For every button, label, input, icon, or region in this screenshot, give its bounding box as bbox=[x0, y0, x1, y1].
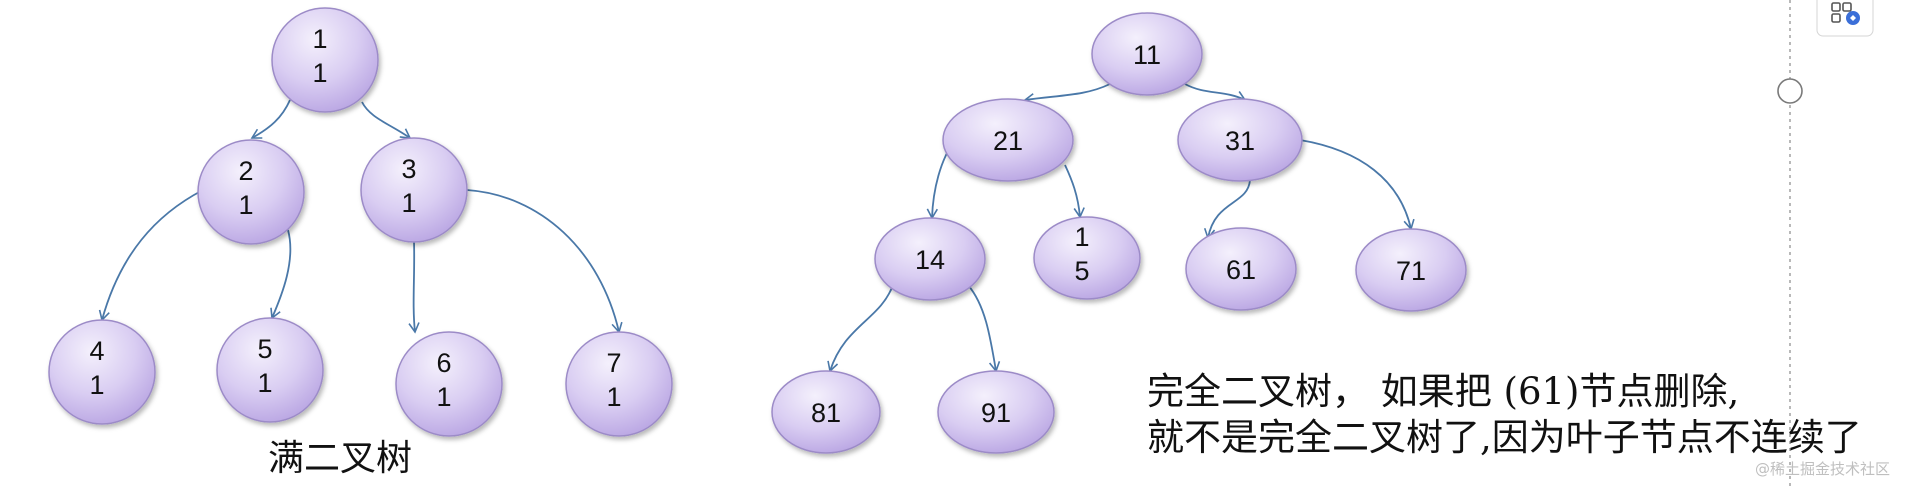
tree-node-shape bbox=[874, 217, 986, 301]
tree-node-label: 91 bbox=[981, 398, 1011, 428]
tree-node-c61: 61 bbox=[1185, 227, 1297, 311]
tree-node-n6: 61 bbox=[395, 331, 503, 437]
tree-edge-n1-n3 bbox=[361, 101, 412, 139]
resize-handle-icon[interactable] bbox=[1777, 78, 1803, 104]
tree-node-label: 1 bbox=[606, 382, 621, 412]
tree-node-n2: 21 bbox=[197, 139, 305, 245]
tree-node-shape bbox=[360, 137, 468, 243]
tree-node-label: 3 bbox=[401, 154, 416, 184]
tree-node-label: 1 bbox=[312, 24, 327, 54]
watermark: @稀土掘金技术社区 bbox=[1755, 460, 1890, 478]
tree-node-label: 2 bbox=[238, 156, 253, 186]
tree-node-shape bbox=[1185, 227, 1297, 311]
tree-node-n1: 11 bbox=[271, 7, 379, 113]
tree-node-label: 1 bbox=[238, 190, 253, 220]
tree-edge-c11-c31 bbox=[1184, 83, 1247, 102]
tree-node-shape bbox=[942, 98, 1074, 182]
tree-edge-n3-n7 bbox=[466, 189, 623, 334]
tree-edge-n2-n5 bbox=[270, 229, 292, 320]
complete-tree-caption-line1: 完全二叉树， 如果把 (61)节点删除, bbox=[1147, 370, 1739, 413]
tree-node-shape bbox=[395, 331, 503, 437]
tree-node-shape bbox=[1355, 228, 1467, 312]
tree-node-c31: 31 bbox=[1177, 98, 1303, 182]
tree-edge-n1-n2 bbox=[250, 99, 291, 139]
tree-node-label: 1 bbox=[89, 370, 104, 400]
tree-edge-c14-c81 bbox=[827, 284, 894, 373]
tree-node-label: 71 bbox=[1396, 256, 1426, 286]
tree-node-shape bbox=[1091, 12, 1203, 96]
tree-node-c71: 71 bbox=[1355, 228, 1467, 312]
complete-tree-caption-line2: 就不是完全二叉树了,因为叶子节点不连续了 bbox=[1147, 416, 1862, 459]
tree-node-label: 5 bbox=[257, 334, 272, 364]
tree-node-label: 81 bbox=[811, 398, 841, 428]
tree-node-c14: 14 bbox=[874, 217, 986, 301]
tree-node-label: 61 bbox=[1226, 255, 1256, 285]
tree-node-label: 1 bbox=[257, 368, 272, 398]
tree-node-label: 11 bbox=[1133, 40, 1161, 70]
tree-node-n5: 51 bbox=[216, 317, 324, 423]
tree-node-n7: 71 bbox=[565, 331, 673, 437]
tree-node-shape bbox=[771, 370, 881, 454]
tree-node-label: 6 bbox=[436, 348, 451, 378]
tree-node-shape bbox=[1033, 216, 1141, 300]
tree-node-label: 1 bbox=[312, 58, 327, 88]
tree-edge-c14-c91 bbox=[967, 284, 1001, 373]
tree-node-label: 1 bbox=[1074, 222, 1089, 252]
edges-layer bbox=[98, 83, 1415, 373]
tree-node-c15: 15 bbox=[1033, 216, 1141, 300]
tree-edge-c31-c61 bbox=[1203, 179, 1251, 240]
tree-node-shape bbox=[1177, 98, 1303, 182]
tree-edge-c11-c21 bbox=[1023, 83, 1111, 105]
full-tree-title: 满二叉树 bbox=[268, 438, 412, 479]
tree-node-c21: 21 bbox=[942, 98, 1074, 182]
ai-assistant-icon[interactable] bbox=[1816, 0, 1874, 37]
tree-node-c11: 11 bbox=[1091, 12, 1203, 96]
tree-node-label: 21 bbox=[993, 126, 1023, 156]
tree-node-label: 14 bbox=[915, 245, 945, 275]
tree-node-label: 7 bbox=[606, 348, 621, 378]
tree-node-n3: 31 bbox=[360, 137, 468, 243]
tree-edge-c21-c15 bbox=[1064, 164, 1085, 219]
tree-node-label: 5 bbox=[1074, 256, 1089, 286]
tree-node-shape bbox=[197, 139, 305, 245]
tree-node-shape bbox=[565, 331, 673, 437]
tree-node-c91: 91 bbox=[937, 370, 1055, 454]
tree-edge-n3-n6 bbox=[408, 241, 420, 334]
tree-node-shape bbox=[216, 317, 324, 423]
tree-node-n4: 41 bbox=[48, 319, 156, 425]
tree-node-c81: 81 bbox=[771, 370, 881, 454]
tree-edge-n2-n4 bbox=[98, 189, 204, 322]
tree-node-label: 1 bbox=[401, 188, 416, 218]
tree-node-label: 4 bbox=[89, 336, 104, 366]
tree-node-label: 31 bbox=[1225, 126, 1255, 156]
tree-node-shape bbox=[271, 7, 379, 113]
tree-node-label: 1 bbox=[436, 382, 451, 412]
tree-edge-c31-c71 bbox=[1299, 139, 1415, 231]
tree-node-shape bbox=[937, 370, 1055, 454]
tree-node-shape bbox=[48, 319, 156, 425]
